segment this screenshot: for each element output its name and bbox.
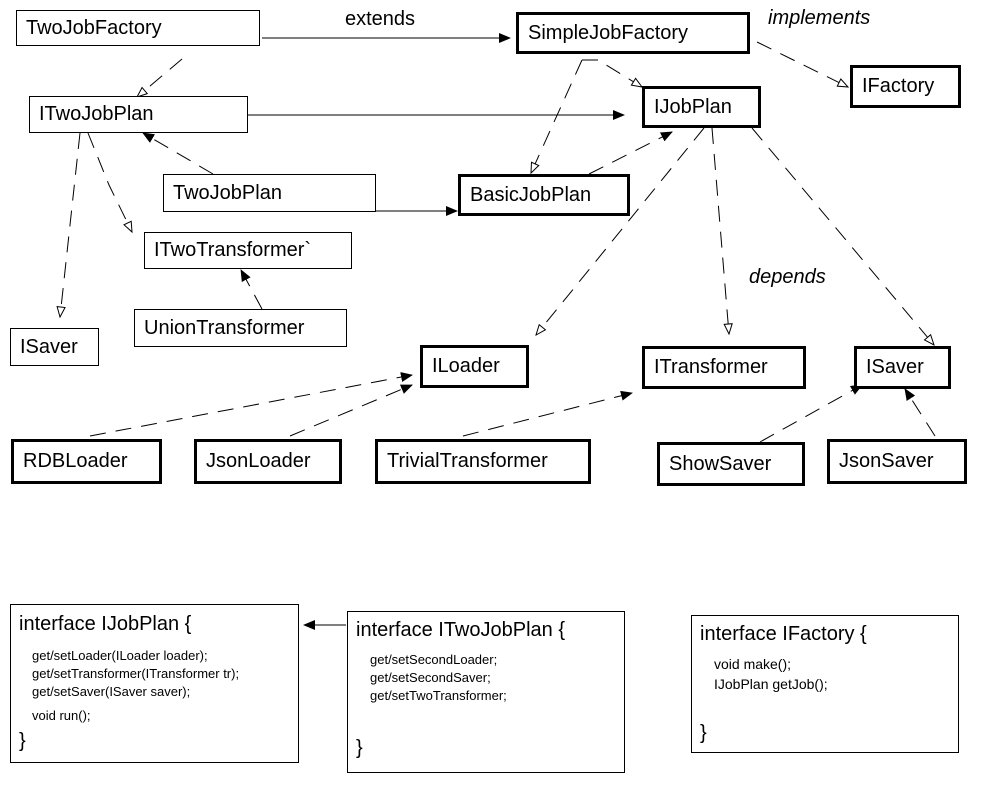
label-depends: depends [749, 266, 826, 288]
code-box-itwojobplan: interface ITwoJobPlan { get/setSecondLoa… [347, 611, 625, 773]
edge-rdbloader-iloader [89, 372, 413, 437]
box-two-job-factory: TwoJobFactory [16, 10, 260, 46]
box-isaver-left: ISaver [10, 328, 99, 366]
edge-twojobfactory-itwojobplan [137, 58, 183, 97]
code-footer: } [19, 730, 26, 752]
box-simple-job-factory: SimpleJobFactory [516, 12, 750, 54]
edge-uniontransformer-itwotransformer [240, 269, 263, 310]
box-iloader: ILoader [420, 345, 529, 388]
edge-simplejobfactory-basicjobplan [531, 59, 583, 173]
edge-trivialtransformer-itransformer [462, 390, 633, 437]
box-itwo-transformer: ITwoTransformer` [144, 232, 352, 269]
code-header: interface IFactory { [700, 623, 867, 645]
edge-ijobplan-itransformer [711, 127, 729, 334]
code-header: interface ITwoJobPlan { [356, 619, 566, 641]
label-implements: implements [768, 7, 871, 29]
box-isaver-right: ISaver [854, 346, 951, 389]
code-line: get/setSaver(ISaver saver); [32, 684, 191, 699]
box-json-loader: JsonLoader [194, 439, 342, 484]
code-line: void run(); [32, 708, 91, 723]
box-union-transformer: UnionTransformer [134, 309, 347, 347]
code-line: get/setLoader(ILoader loader); [32, 648, 208, 663]
box-show-saver: ShowSaver [657, 442, 805, 486]
box-basic-job-plan: BasicJobPlan [458, 174, 630, 216]
edge-jsonsaver-isaver [904, 388, 936, 437]
label-extends: extends [345, 8, 416, 30]
box-two-job-plan: TwoJobPlan [163, 174, 376, 212]
code-line: get/setTwoTransformer; [370, 688, 507, 703]
edge-jsonloader-iloader [289, 384, 413, 437]
box-ifactory: IFactory [850, 65, 961, 108]
code-line: void make(); [714, 656, 792, 672]
code-box-ifactory: interface IFactory { void make(); IJobPl… [691, 615, 959, 753]
code-header: interface IJobPlan { [19, 613, 192, 635]
code-box-ijobplan: interface IJobPlan { get/setLoader(ILoad… [10, 604, 299, 763]
box-trivial-transformer: TrivialTransformer [375, 439, 591, 484]
edge-twojobplan-itwojobplan [142, 132, 214, 175]
box-rdb-loader: RDBLoader [11, 439, 162, 484]
edge-ijobplan-iloader [536, 127, 705, 335]
box-itransformer: ITransformer [642, 346, 806, 389]
edge-itwojobplan-itwotransformer [87, 132, 132, 232]
edge-simplejobfactory-ijobplan [582, 59, 642, 87]
edge-showsaver-isaver [759, 384, 863, 443]
code-footer: } [356, 737, 363, 759]
code-line: IJobPlan getJob(); [714, 676, 828, 692]
edge-itwojobplan-isaver-left [60, 132, 81, 317]
edge-simplejobfactory-ifactory [756, 41, 848, 87]
code-line: get/setSecondSaver; [370, 670, 491, 685]
code-line: get/setTransformer(ITransformer tr); [32, 666, 240, 681]
box-json-saver: JsonSaver [827, 439, 967, 484]
box-itwo-job-plan: ITwoJobPlan [29, 96, 248, 133]
code-footer: } [700, 722, 707, 744]
edge-twojobplan-basicjobplan [374, 194, 458, 216]
edge-ijobplan-isaver-right [751, 127, 934, 345]
code-line: get/setSecondLoader; [370, 652, 498, 667]
box-ijob-plan: IJobPlan [642, 86, 761, 128]
edge-basicjobplan-ijobplan [588, 131, 673, 175]
